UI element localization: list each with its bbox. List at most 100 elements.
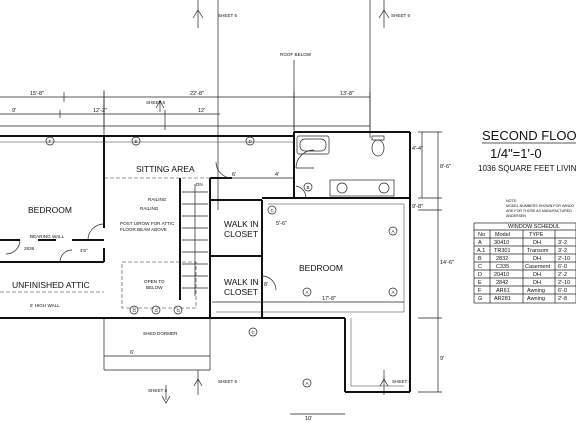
window-size-label: 4'6" [80, 248, 88, 253]
window-note: NOTE: MODEL NUMBERS SHOWN FOR WINDO ARE … [506, 199, 575, 218]
door-swing [5, 239, 21, 255]
svg-text:6'-0: 6'-0 [558, 264, 567, 270]
section-marker-mid: SHEET 6 [146, 100, 166, 112]
dimension-strings-right: 4'-4" 8'-6" 9'-8" 14'-6" 9' [412, 131, 454, 393]
dimension-label: 5'-6" [276, 221, 287, 227]
railing-note: RAILING [140, 206, 159, 211]
dimension-label: 9' [440, 356, 444, 362]
window-schedule-table: WINDOW SCHEDUL No Model TYPE A 30410 DH … [473, 222, 576, 304]
svg-text:AR281: AR281 [494, 296, 511, 302]
window-tag: G [133, 308, 137, 313]
sheet-label: SHEET 6 [218, 379, 238, 384]
table-row: B 2832 DH 2'-10 [478, 256, 570, 262]
window-size-label: 2836 [24, 246, 35, 251]
dimension-label: 6' [130, 350, 134, 356]
window-tag: E [135, 139, 138, 144]
door-swing [295, 185, 307, 199]
knee-wall-note: 5' HIGH WALL [30, 303, 60, 308]
room-label-sitting-area: SITTING AREA [136, 164, 195, 174]
sheet-label: SHEET 6 [148, 388, 168, 393]
sink-icon [336, 182, 348, 194]
open-to-below-note-line-2: BELOW [146, 285, 163, 290]
dimension-label: 4' [275, 172, 279, 178]
window-tag: G [155, 308, 159, 313]
room-label-closet-2-line-2: CLOSET [224, 287, 258, 297]
railing-note: RAILING [148, 197, 167, 202]
dimension-label: 13'-8" [340, 91, 354, 97]
svg-text:A: A [478, 240, 482, 246]
window-schedule-title: WINDOW SCHEDUL [508, 224, 560, 230]
table-row: F AR61 Awning 6'-0 [478, 288, 567, 294]
room-label-bedroom-left: BEDROOM [28, 205, 72, 215]
table-row: A.1 TR301 Transom 3'-2 [477, 248, 567, 254]
svg-text:G: G [478, 296, 482, 302]
room-label-closet-1-line-2: CLOSET [224, 229, 258, 239]
svg-text:30410: 30410 [494, 240, 509, 246]
drawing-scale: 1/4"=1'-0 [490, 146, 542, 161]
title-block: SECOND FLOOR 1/4"=1'-0 1036 SQUARE FEET … [478, 128, 576, 173]
window-tag: D [249, 139, 253, 144]
window-tag: A [392, 290, 396, 295]
dimension-label: 12'-2" [93, 108, 107, 114]
stair: DN [182, 182, 208, 296]
wall-hatching [0, 141, 405, 387]
post-note: POST U/ROW FOR ATTIC [120, 221, 175, 226]
window-tag: G [177, 308, 181, 313]
window-tag: A [306, 381, 310, 386]
interior-walls [0, 132, 410, 318]
table-row: D 20410 DH 2'-2 [478, 272, 567, 278]
dimension-label: 10' [305, 416, 312, 422]
svg-text:DH: DH [533, 240, 541, 246]
table-header-cell: No [478, 232, 485, 238]
dimension-label: 8' [264, 282, 268, 288]
sheet-label: SHEET 6 [391, 13, 411, 18]
dimension-label: 6' [232, 172, 236, 178]
bathtub [296, 135, 330, 155]
vanity [329, 179, 395, 197]
sheet-label: SHEET 6 [146, 100, 166, 105]
table-row: C C335 Casement 6'-0 [478, 264, 567, 270]
dimension-label: 14'-6" [440, 260, 454, 266]
svg-text:AR61: AR61 [496, 288, 510, 294]
dimension-label: 9' [12, 108, 16, 114]
window-tag: C [271, 208, 275, 213]
section-marker-top-left: SHEET 6 [192, 0, 238, 28]
dimension-label: 15'-8" [30, 91, 44, 97]
room-label-bedroom-right: BEDROOM [299, 263, 343, 273]
dimension-label: 17'-8" [322, 296, 336, 302]
dimension-label: 9'-8" [412, 204, 423, 210]
window-tag: C [252, 330, 256, 335]
interior-dimensions: 6' 4' 5'-6" 17'-8" 8' 2836 4'6" [24, 172, 404, 303]
sheet-label: SHEET 6 [218, 13, 238, 18]
svg-text:B: B [478, 256, 482, 262]
dashed-outlines [0, 177, 210, 309]
shed-dormer-note: SHED DORMER [143, 331, 178, 336]
svg-text:MODEL NUMBERS SHOWN FOR WINDO: MODEL NUMBERS SHOWN FOR WINDO [506, 204, 575, 208]
bearing-wall-note: BEARING WALL [30, 234, 65, 239]
svg-text:2'-2: 2'-2 [558, 272, 567, 278]
toilet [371, 139, 385, 157]
dimension-label: 22'-8" [190, 91, 204, 97]
svg-text:6'-0: 6'-0 [558, 288, 567, 294]
svg-text:ANDERSEN: ANDERSEN [506, 214, 526, 218]
sheet-label: SHEET 6 [392, 379, 412, 384]
stair-direction-label: DN [196, 182, 203, 187]
svg-text:2842: 2842 [496, 280, 508, 286]
section-marker-top-right: SHEET 6 [378, 0, 411, 28]
dimension-label: 8'-6" [440, 164, 451, 170]
window-tag: A [392, 229, 396, 234]
svg-text:A.1: A.1 [477, 248, 485, 254]
svg-text:TR301: TR301 [494, 248, 511, 254]
dimension-strings-bottom: 6' 10' SHEET 6 SHEET 6 SHEET 6 [104, 350, 412, 422]
window-tags: F E D B G G G A A A A C C [45, 136, 398, 388]
projection-lines [103, 0, 371, 210]
drawing-area: 1036 SQUARE FEET LIVIN [478, 164, 576, 173]
svg-text:Awning: Awning [527, 288, 545, 294]
svg-text:Casement: Casement [525, 264, 551, 270]
svg-text:3'-2: 3'-2 [558, 240, 567, 246]
svg-text:2'-10: 2'-10 [558, 256, 570, 262]
table-header-cell: TYPE [529, 232, 544, 238]
sink-icon [378, 182, 390, 194]
svg-text:Transom: Transom [527, 248, 549, 254]
svg-text:20410: 20410 [494, 272, 509, 278]
